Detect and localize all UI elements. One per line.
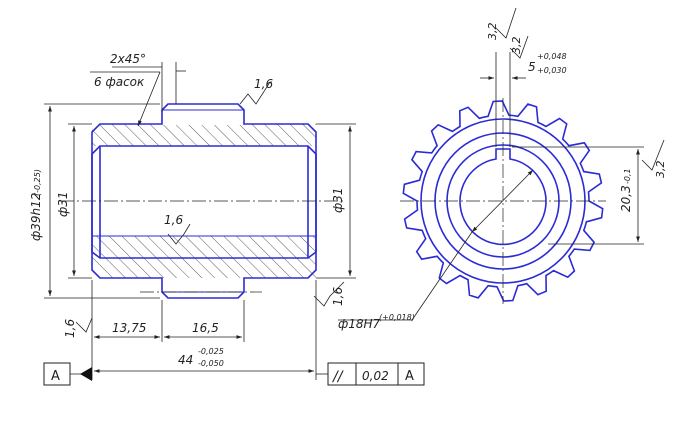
datum-triangle bbox=[80, 367, 92, 381]
keyway-depth-dim: 20,3 bbox=[619, 185, 633, 212]
datum-label: A bbox=[51, 369, 60, 384]
keyway-width-dim: 5 bbox=[528, 60, 536, 74]
hatch-top-wall bbox=[92, 124, 316, 146]
roughness-end-right: 3,2 bbox=[654, 161, 667, 179]
roughness-top-key: 1,6 bbox=[254, 77, 273, 91]
roughness-left-face: 1,6 bbox=[63, 319, 77, 338]
hole-diameter-dim: ф18H7 bbox=[338, 317, 381, 331]
length-left-dim: 13,75 bbox=[112, 321, 146, 335]
length-key-dim: 16,5 bbox=[192, 321, 219, 335]
bore-left-dim: ф31 bbox=[56, 191, 70, 217]
hatch-bottom-wall bbox=[92, 236, 316, 278]
tolerance-datum: A bbox=[405, 369, 414, 384]
hole-diameter-tol: (+0,018) bbox=[379, 313, 415, 322]
end-view: 5 +0,048 +0,030 3,2 3,2 20,3 -0,1 3,2 ф1… bbox=[338, 7, 667, 331]
part-outline bbox=[91, 103, 317, 299]
outer-diameter-dim: ф39h12 bbox=[29, 193, 43, 241]
total-length-tol-upper: -0,025 bbox=[198, 347, 224, 356]
datum-box bbox=[43, 362, 71, 386]
bore-right-dim: ф31 bbox=[331, 187, 345, 213]
roughness-end-top-a: 3,2 bbox=[486, 23, 499, 41]
total-length-dim: 44 bbox=[178, 353, 193, 367]
outer-diameter-tol: (-0,25) bbox=[33, 169, 42, 196]
keyway-width-tol-lower: +0,030 bbox=[537, 66, 567, 75]
roughness-right-face: 1,6 bbox=[331, 287, 345, 306]
section-view: 2x45° 6 фасок 1,6 1,6 ф39h12 (-0,25) ф31… bbox=[29, 52, 425, 386]
roughness-bore: 1,6 bbox=[164, 213, 183, 227]
tolerance-frame: // 0,02 A bbox=[327, 362, 425, 386]
chamfer-size: 2x45° bbox=[110, 52, 146, 66]
tolerance-value: 0,02 bbox=[362, 369, 389, 383]
roughness-end-top-b: 3,2 bbox=[510, 37, 523, 55]
keyway-width-tol-upper: +0,048 bbox=[537, 52, 567, 61]
keyway-depth-tol: -0,1 bbox=[623, 168, 632, 184]
total-length-tol-lower: -0,050 bbox=[198, 359, 224, 368]
tolerance-symbol: // bbox=[331, 369, 344, 385]
chamfer-count: 6 фасок bbox=[94, 75, 145, 89]
